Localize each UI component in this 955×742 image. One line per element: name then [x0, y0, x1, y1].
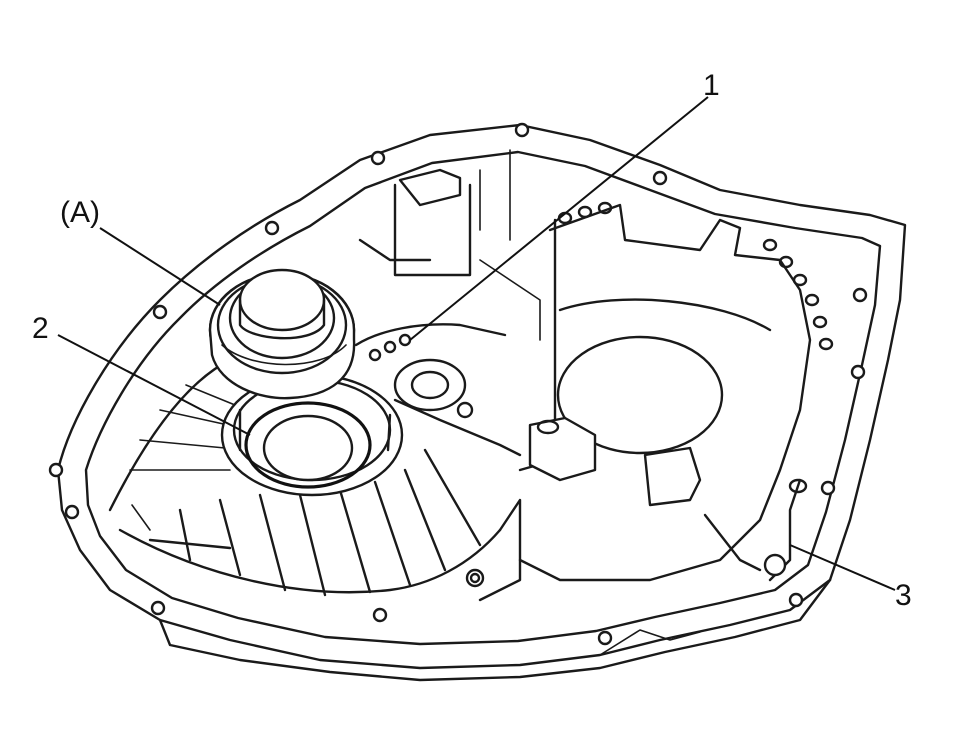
diff-arc [354, 323, 507, 347]
lower-web [703, 513, 762, 572]
oil-seal-bore [262, 414, 354, 482]
rib [148, 538, 232, 550]
case-base-notch [599, 629, 701, 656]
upper-wall [479, 259, 541, 341]
bearing-groove [221, 344, 347, 366]
callout-label-3: 3 [895, 579, 912, 612]
leader-line-1 [409, 96, 709, 341]
bolt-hole [150, 600, 166, 616]
rib [403, 468, 447, 572]
oil-seal [244, 401, 372, 489]
drain-hole [788, 478, 808, 494]
bore-wall [386, 413, 392, 452]
boss-block [643, 446, 702, 507]
bell-rim [118, 528, 502, 594]
bolt-hole [514, 122, 530, 138]
bolt-hole [597, 630, 613, 646]
bearing-assembly [208, 268, 404, 497]
boss-hole [536, 419, 560, 435]
rib [131, 504, 151, 531]
rib [423, 448, 482, 547]
callout-labels: 1 2 3 (A) [32, 69, 912, 612]
rib [258, 493, 287, 592]
callout-label-2: 2 [32, 312, 49, 345]
bolt-hole [820, 480, 836, 496]
rib [185, 384, 236, 406]
bolt-hole [370, 150, 386, 166]
small-hole [368, 348, 382, 362]
rib [218, 498, 242, 577]
bell-wall-right [478, 498, 522, 602]
drain-plug [763, 553, 787, 577]
right-bolt-holes [557, 201, 834, 351]
center-section [354, 149, 541, 457]
right-wall [518, 203, 812, 582]
bolt-hole [788, 592, 804, 608]
leader-line-2 [57, 334, 251, 436]
upper-boss [398, 168, 462, 207]
bearing-race-wall [238, 298, 326, 340]
bolt-hole [372, 607, 388, 623]
bearing-race [238, 268, 326, 332]
shaft-hole-inner [410, 370, 450, 400]
rib [338, 488, 372, 594]
bolt-hole [652, 170, 668, 186]
shaft-hole [393, 358, 467, 412]
callout-label-a: (A) [60, 196, 100, 229]
rib [139, 439, 226, 449]
rib [373, 480, 412, 587]
small-hole [383, 340, 397, 354]
compartment-arc [558, 298, 772, 332]
small-hole [456, 401, 474, 419]
leader-line-a [99, 227, 221, 306]
bolt-hole [152, 304, 168, 320]
flange-bolt-holes [48, 122, 868, 646]
case-base-edge [158, 578, 832, 682]
rib [178, 508, 192, 562]
upper-rib-box [393, 183, 472, 277]
upper-wall [358, 238, 432, 262]
rib [298, 493, 327, 597]
bolt-hole [850, 364, 866, 380]
right-compartment [518, 201, 834, 582]
bolt-hole [852, 287, 868, 303]
bolt-hole [264, 220, 280, 236]
callout-label-1: 1 [703, 69, 720, 102]
bolt-hole [64, 504, 80, 520]
bell-housing-ribs [108, 358, 522, 602]
leader-line-3 [789, 544, 896, 591]
rib [159, 409, 229, 426]
boss-hole-inner [469, 572, 481, 584]
large-bore [556, 335, 724, 455]
web-edge [393, 398, 522, 457]
callout-leaders [57, 96, 896, 591]
bolt-hole [48, 462, 64, 478]
